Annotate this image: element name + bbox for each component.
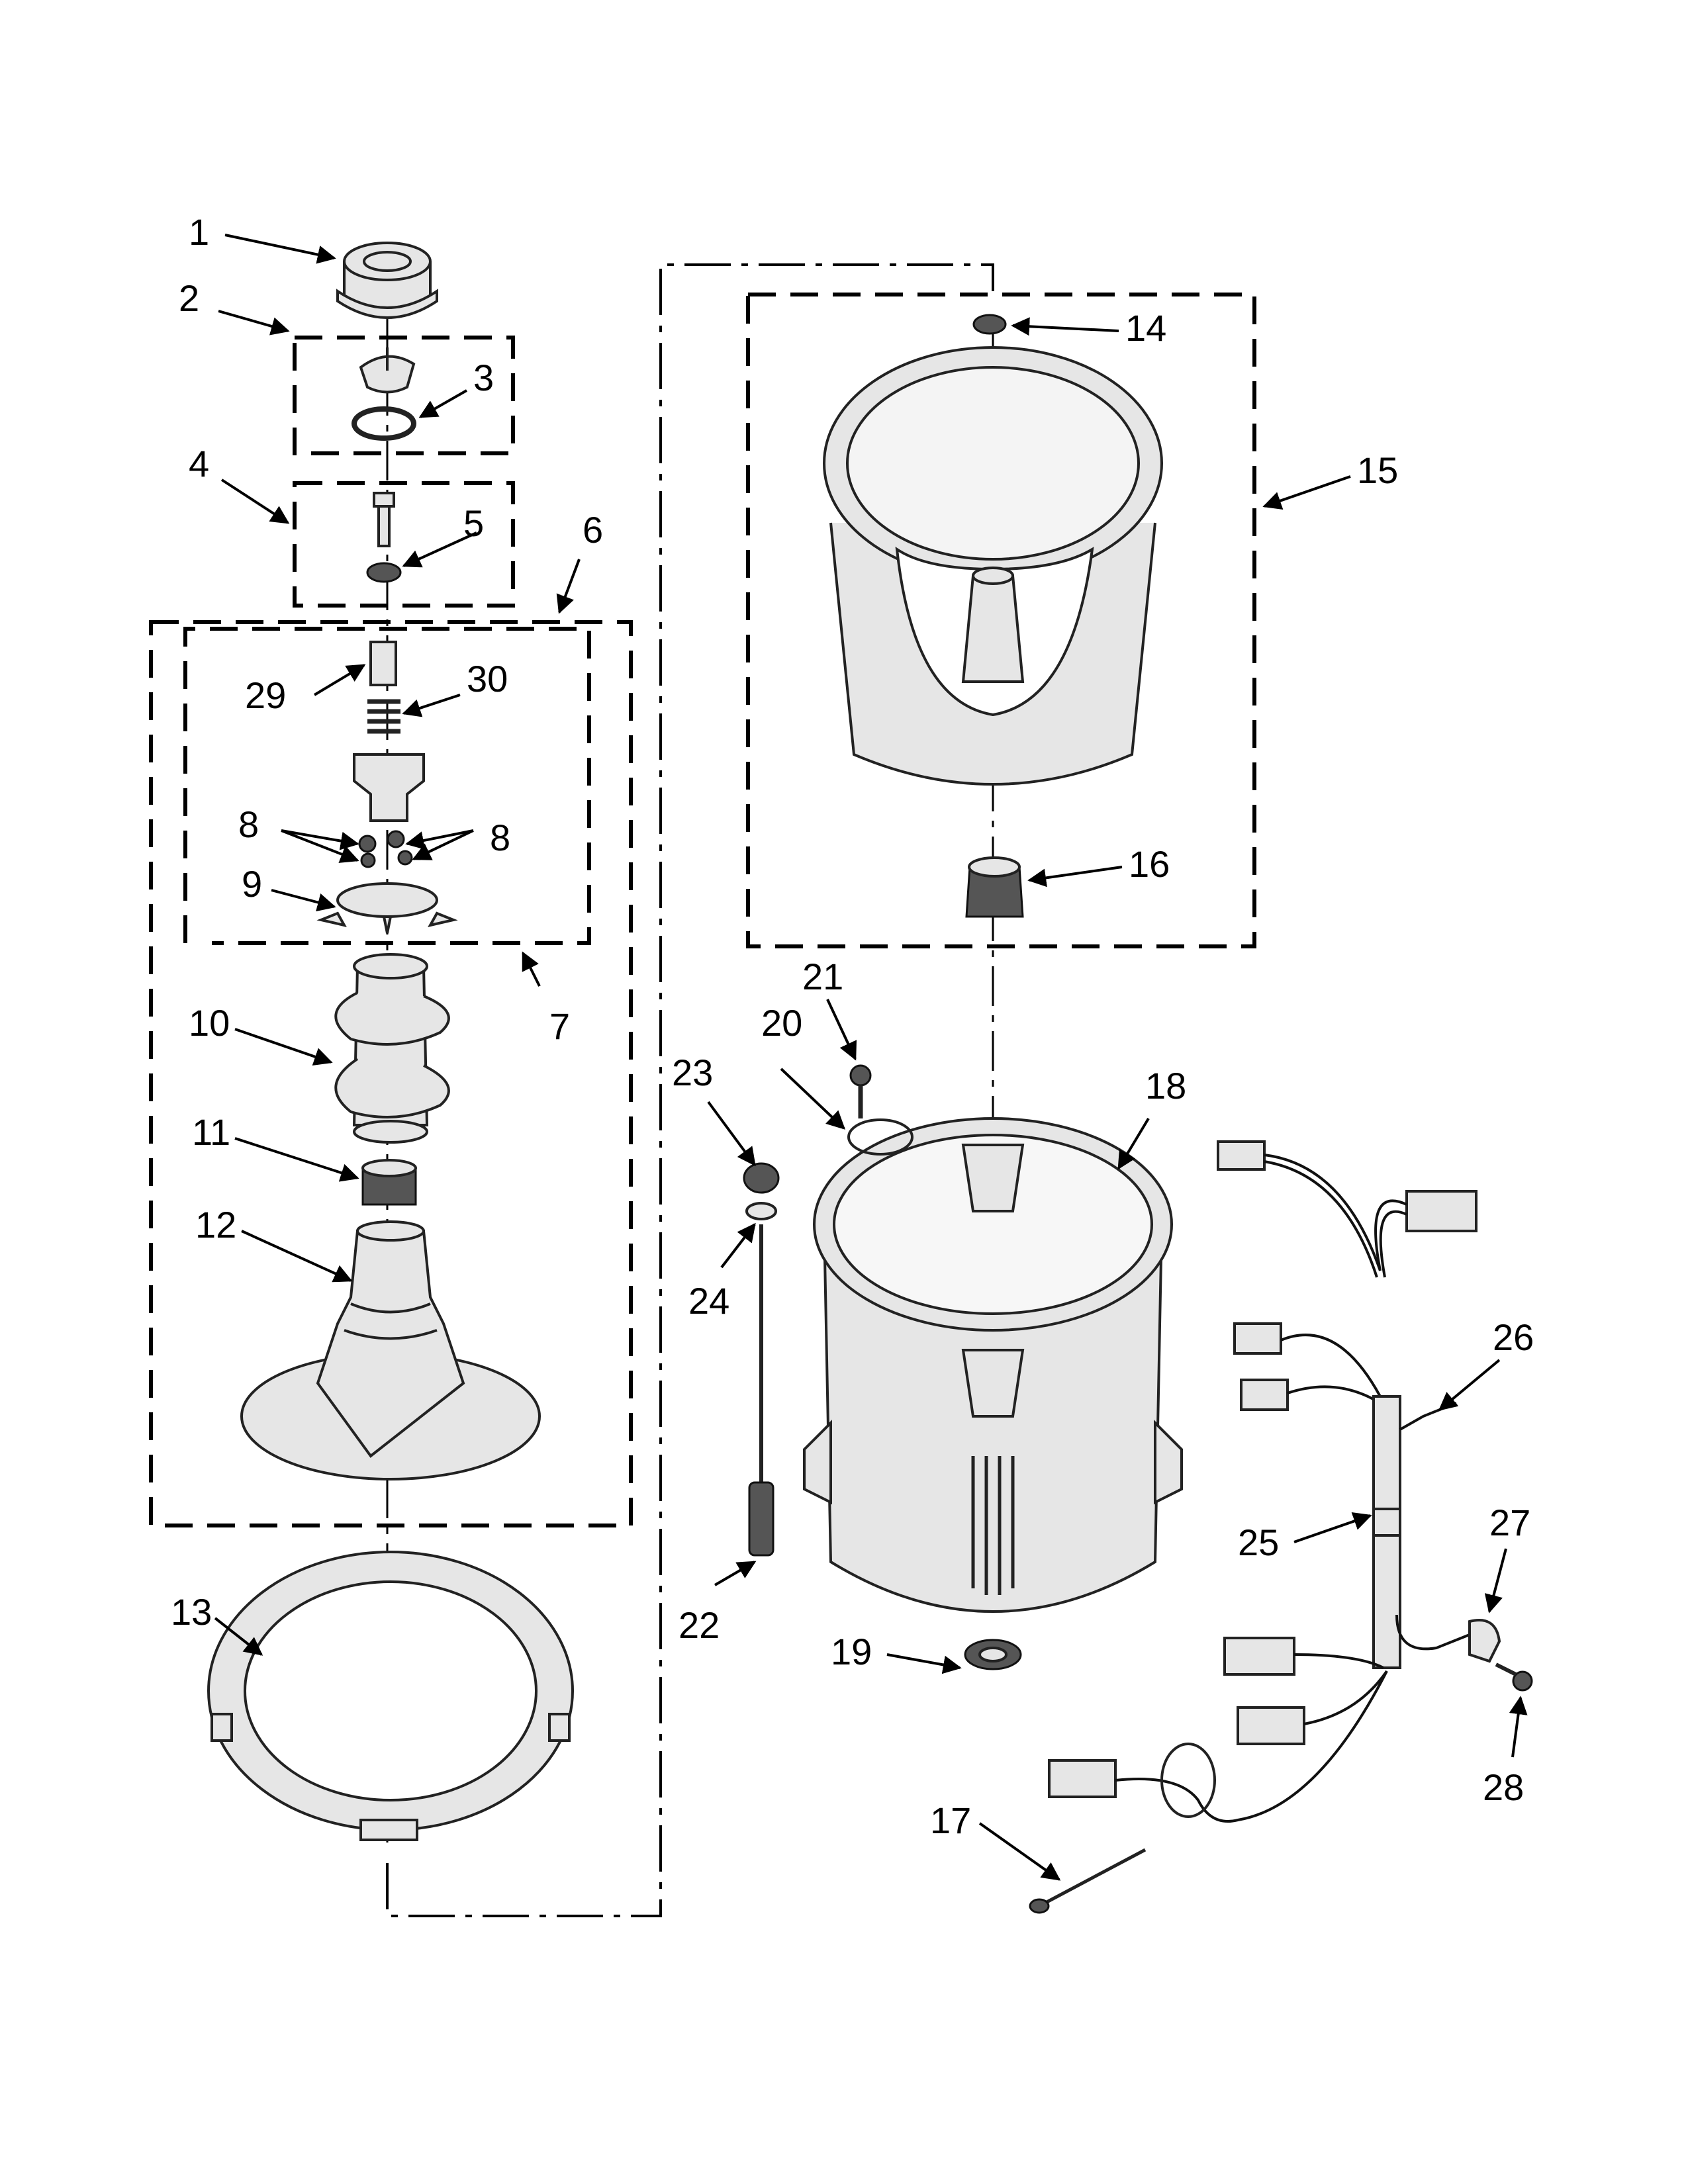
part-16-hub: [965, 856, 1024, 918]
group-box-2: [293, 336, 515, 455]
part-18-tub: [803, 1117, 1183, 1613]
label-7: 7: [549, 1005, 570, 1047]
part-3-ring: [352, 406, 416, 441]
label-29: 29: [245, 674, 286, 716]
part-13-mounting-ring: [207, 1551, 574, 1841]
part-12-agitator-base: [240, 1220, 541, 1480]
label-16: 16: [1129, 843, 1170, 885]
label-5: 5: [463, 502, 484, 544]
group-box-6: [149, 620, 633, 1527]
group-box-15: [746, 293, 1256, 948]
drive-coupling: [353, 753, 425, 822]
label-11: 11: [192, 1111, 230, 1153]
part-20-washer: [847, 1118, 914, 1156]
label-1: 1: [189, 211, 209, 253]
label-17: 17: [930, 1799, 971, 1841]
part-4-bolt: [373, 492, 395, 547]
label-21: 21: [802, 956, 843, 997]
label-6: 6: [583, 509, 603, 551]
label-13: 13: [171, 1591, 212, 1633]
label-26: 26: [1493, 1316, 1534, 1358]
part-30-spring: [367, 699, 400, 734]
part-21-screw: [849, 1064, 872, 1118]
part-10-auger: [334, 953, 450, 1144]
label-27: 27: [1489, 1502, 1530, 1543]
label-12: 12: [195, 1204, 236, 1246]
group-box-7: [183, 627, 591, 945]
part-14-nut: [972, 314, 1007, 335]
part-2-cam: [359, 347, 416, 394]
part-11-bearing: [361, 1159, 417, 1206]
part-29: [369, 641, 397, 686]
label-14: 14: [1125, 307, 1166, 349]
label-20: 20: [761, 1002, 802, 1044]
part-23-cap: [743, 1162, 780, 1194]
group-box-4: [293, 481, 515, 608]
part-19-seal: [964, 1639, 1022, 1670]
label-10: 10: [189, 1002, 230, 1044]
part-5-nut: [366, 562, 402, 583]
part-1-cap: [336, 242, 438, 319]
part-28-screw: [1495, 1662, 1533, 1692]
part-22-suspension-rod: [748, 1224, 774, 1557]
label-23: 23: [672, 1052, 713, 1093]
label-8a: 8: [238, 803, 259, 845]
label-25: 25: [1238, 1522, 1279, 1563]
label-3: 3: [473, 357, 494, 398]
label-9: 9: [242, 863, 262, 905]
label-2: 2: [179, 277, 199, 319]
label-19: 19: [831, 1631, 872, 1672]
part-27-clip: [1468, 1619, 1501, 1663]
part-9-plate: [316, 882, 458, 934]
label-8b: 8: [490, 817, 510, 858]
label-30: 30: [467, 658, 508, 700]
label-24: 24: [688, 1280, 729, 1322]
part-24-washer: [745, 1202, 777, 1220]
label-4: 4: [189, 443, 209, 484]
label-28: 28: [1483, 1766, 1524, 1808]
label-18: 18: [1145, 1065, 1186, 1107]
connection-line: [386, 263, 994, 1917]
part-8-dogs: [358, 830, 413, 868]
label-15: 15: [1357, 449, 1398, 491]
part-17-thermistor: [1029, 1848, 1147, 1914]
part-15-basket: [823, 346, 1163, 786]
label-22: 22: [679, 1604, 720, 1646]
part-25-wire-harness: [1048, 1140, 1477, 1823]
